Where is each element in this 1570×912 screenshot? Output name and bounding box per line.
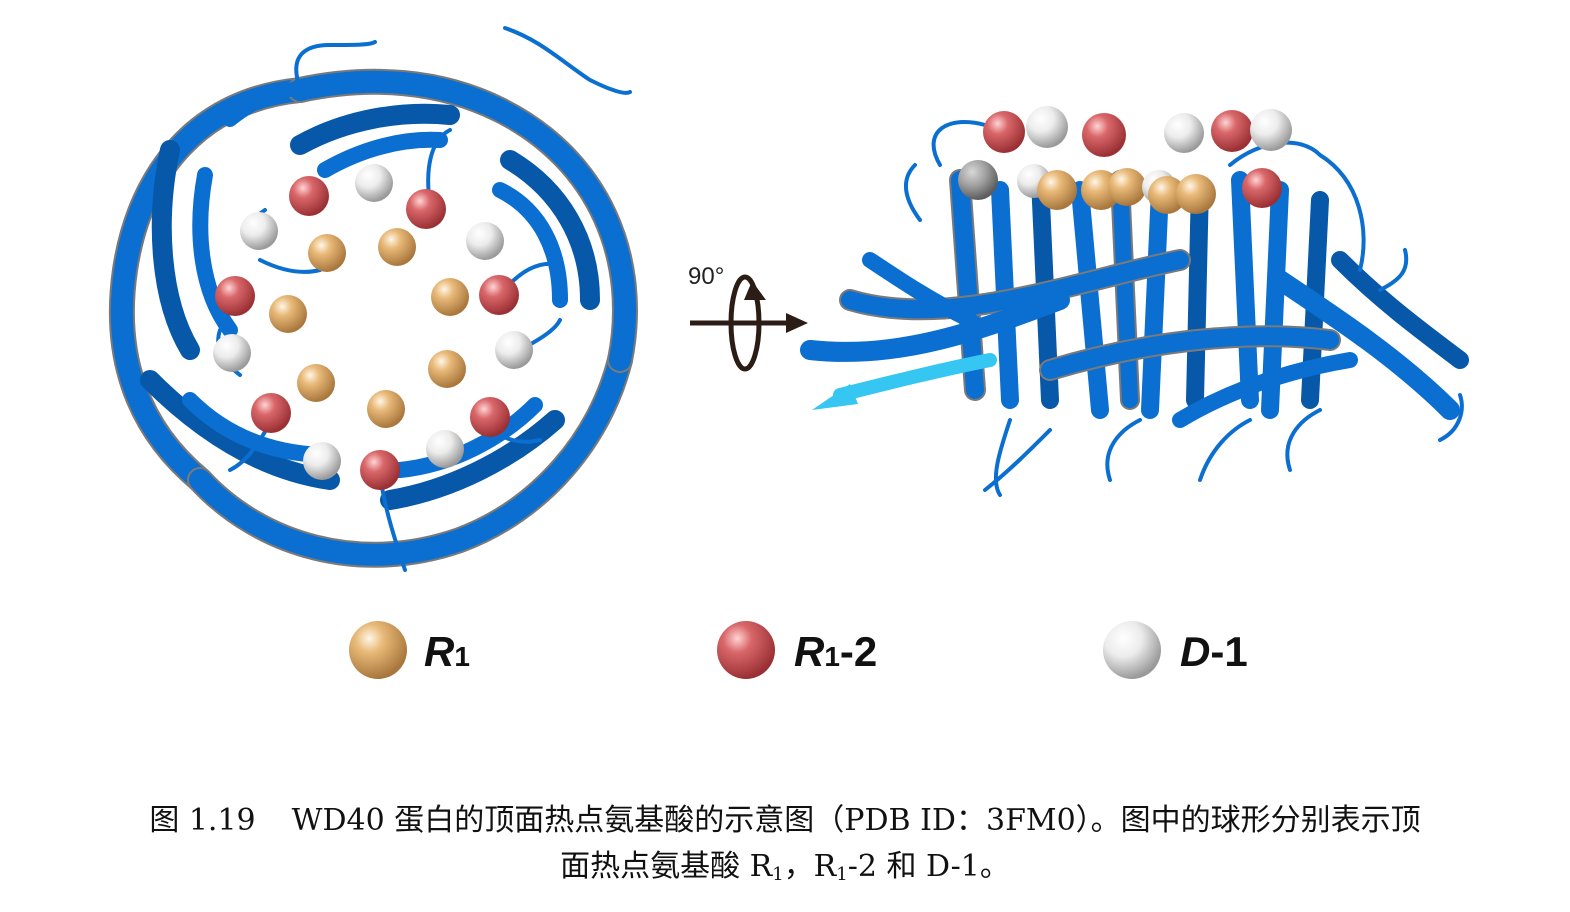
- side-view-strands: [800, 169, 1469, 428]
- r1-sphere: [308, 234, 346, 272]
- hotspot-spheres-top: [213, 164, 533, 490]
- r1-sphere: [297, 364, 335, 402]
- sphere-icon: [1103, 621, 1161, 679]
- r12-sphere: [215, 276, 255, 316]
- r1-sphere: [367, 390, 405, 428]
- legend-item-d1: D-1: [1103, 621, 1248, 679]
- d1-sphere: [495, 331, 533, 369]
- caption-text-2c: -2 和 D-1。: [847, 849, 1010, 884]
- r12-sphere: [406, 189, 446, 229]
- caption-sub-2: 1: [836, 864, 848, 885]
- rotation-label: 90°: [688, 263, 724, 290]
- d1-sphere: [1250, 109, 1292, 151]
- caption-line-2: 面热点氨基酸 R1，R1-2 和 D-1。: [0, 844, 1570, 898]
- grey-sphere: [958, 160, 998, 200]
- propeller-blades: [140, 81, 600, 510]
- r12-sphere: [479, 275, 519, 315]
- rotation-indicator: 90°: [688, 263, 808, 372]
- d1-sphere: [426, 430, 464, 468]
- hotspot-spheres-side: [958, 106, 1292, 214]
- caption-text-2a: 面热点氨基酸 R: [560, 849, 773, 884]
- r12-sphere: [1242, 168, 1282, 208]
- legend-item-r1: R1: [349, 621, 470, 679]
- r1-sphere: [378, 228, 416, 266]
- r1-sphere: [1108, 168, 1146, 206]
- r12-sphere: [251, 393, 291, 433]
- legend-r12-suffix: -2: [840, 628, 877, 675]
- d1-sphere: [466, 222, 504, 260]
- d1-sphere: [303, 442, 341, 480]
- r1-sphere: [269, 295, 307, 333]
- d1-sphere: [213, 334, 251, 372]
- r12-sphere: [983, 111, 1025, 153]
- legend: R1 R1-2 D-1: [349, 621, 1248, 679]
- protein-structure-figure: 90°: [108, 26, 1469, 679]
- d1-sphere: [355, 164, 393, 202]
- d1-sphere: [1026, 106, 1068, 148]
- caption-sub-1: 1: [772, 864, 784, 885]
- svg-text:R1-2: R1-2: [794, 628, 877, 675]
- legend-item-r1-2: R1-2: [717, 621, 877, 679]
- top-view-structure: [108, 26, 638, 572]
- r12-sphere: [1082, 113, 1126, 157]
- sphere-icon: [717, 621, 775, 679]
- caption-text-2b: ，R: [783, 849, 837, 884]
- rotation-arrow-icon: [690, 274, 808, 372]
- side-view-structure: [800, 106, 1469, 497]
- d1-sphere: [1164, 113, 1204, 153]
- r1-sphere: [1037, 170, 1077, 210]
- caption-line-1: 图 1.19 WD40 蛋白的顶面热点氨基酸的示意图（PDB ID：3FM0）。图…: [0, 798, 1570, 844]
- r12-sphere: [360, 450, 400, 490]
- svg-text:D-1: D-1: [1180, 628, 1248, 675]
- legend-r12-main: R: [794, 628, 825, 675]
- legend-d1-main: D: [1180, 628, 1210, 675]
- r1-sphere: [1176, 174, 1216, 214]
- legend-r12-sub: 1: [824, 641, 840, 672]
- r1-sphere: [428, 350, 466, 388]
- caption-text-1: WD40 蛋白的顶面热点氨基酸的示意图（PDB ID：3FM0）。图中的球形分别…: [291, 803, 1421, 838]
- figure-caption: 图 1.19 WD40 蛋白的顶面热点氨基酸的示意图（PDB ID：3FM0）。图…: [0, 798, 1570, 898]
- r12-sphere: [470, 397, 510, 437]
- r1-sphere: [431, 278, 469, 316]
- d1-sphere: [240, 212, 278, 250]
- legend-r1-main: R: [424, 628, 455, 675]
- outer-ribbon-ring: [108, 68, 638, 568]
- svg-text:R1: R1: [424, 628, 470, 675]
- legend-d1-suffix: -1: [1210, 628, 1247, 675]
- legend-r1-sub: 1: [454, 641, 470, 672]
- caption-figure-number: 图 1.19: [149, 803, 256, 838]
- r1-sphere: [1148, 176, 1186, 214]
- r12-sphere: [289, 176, 329, 216]
- r12-sphere: [1211, 110, 1253, 152]
- sphere-icon: [349, 621, 407, 679]
